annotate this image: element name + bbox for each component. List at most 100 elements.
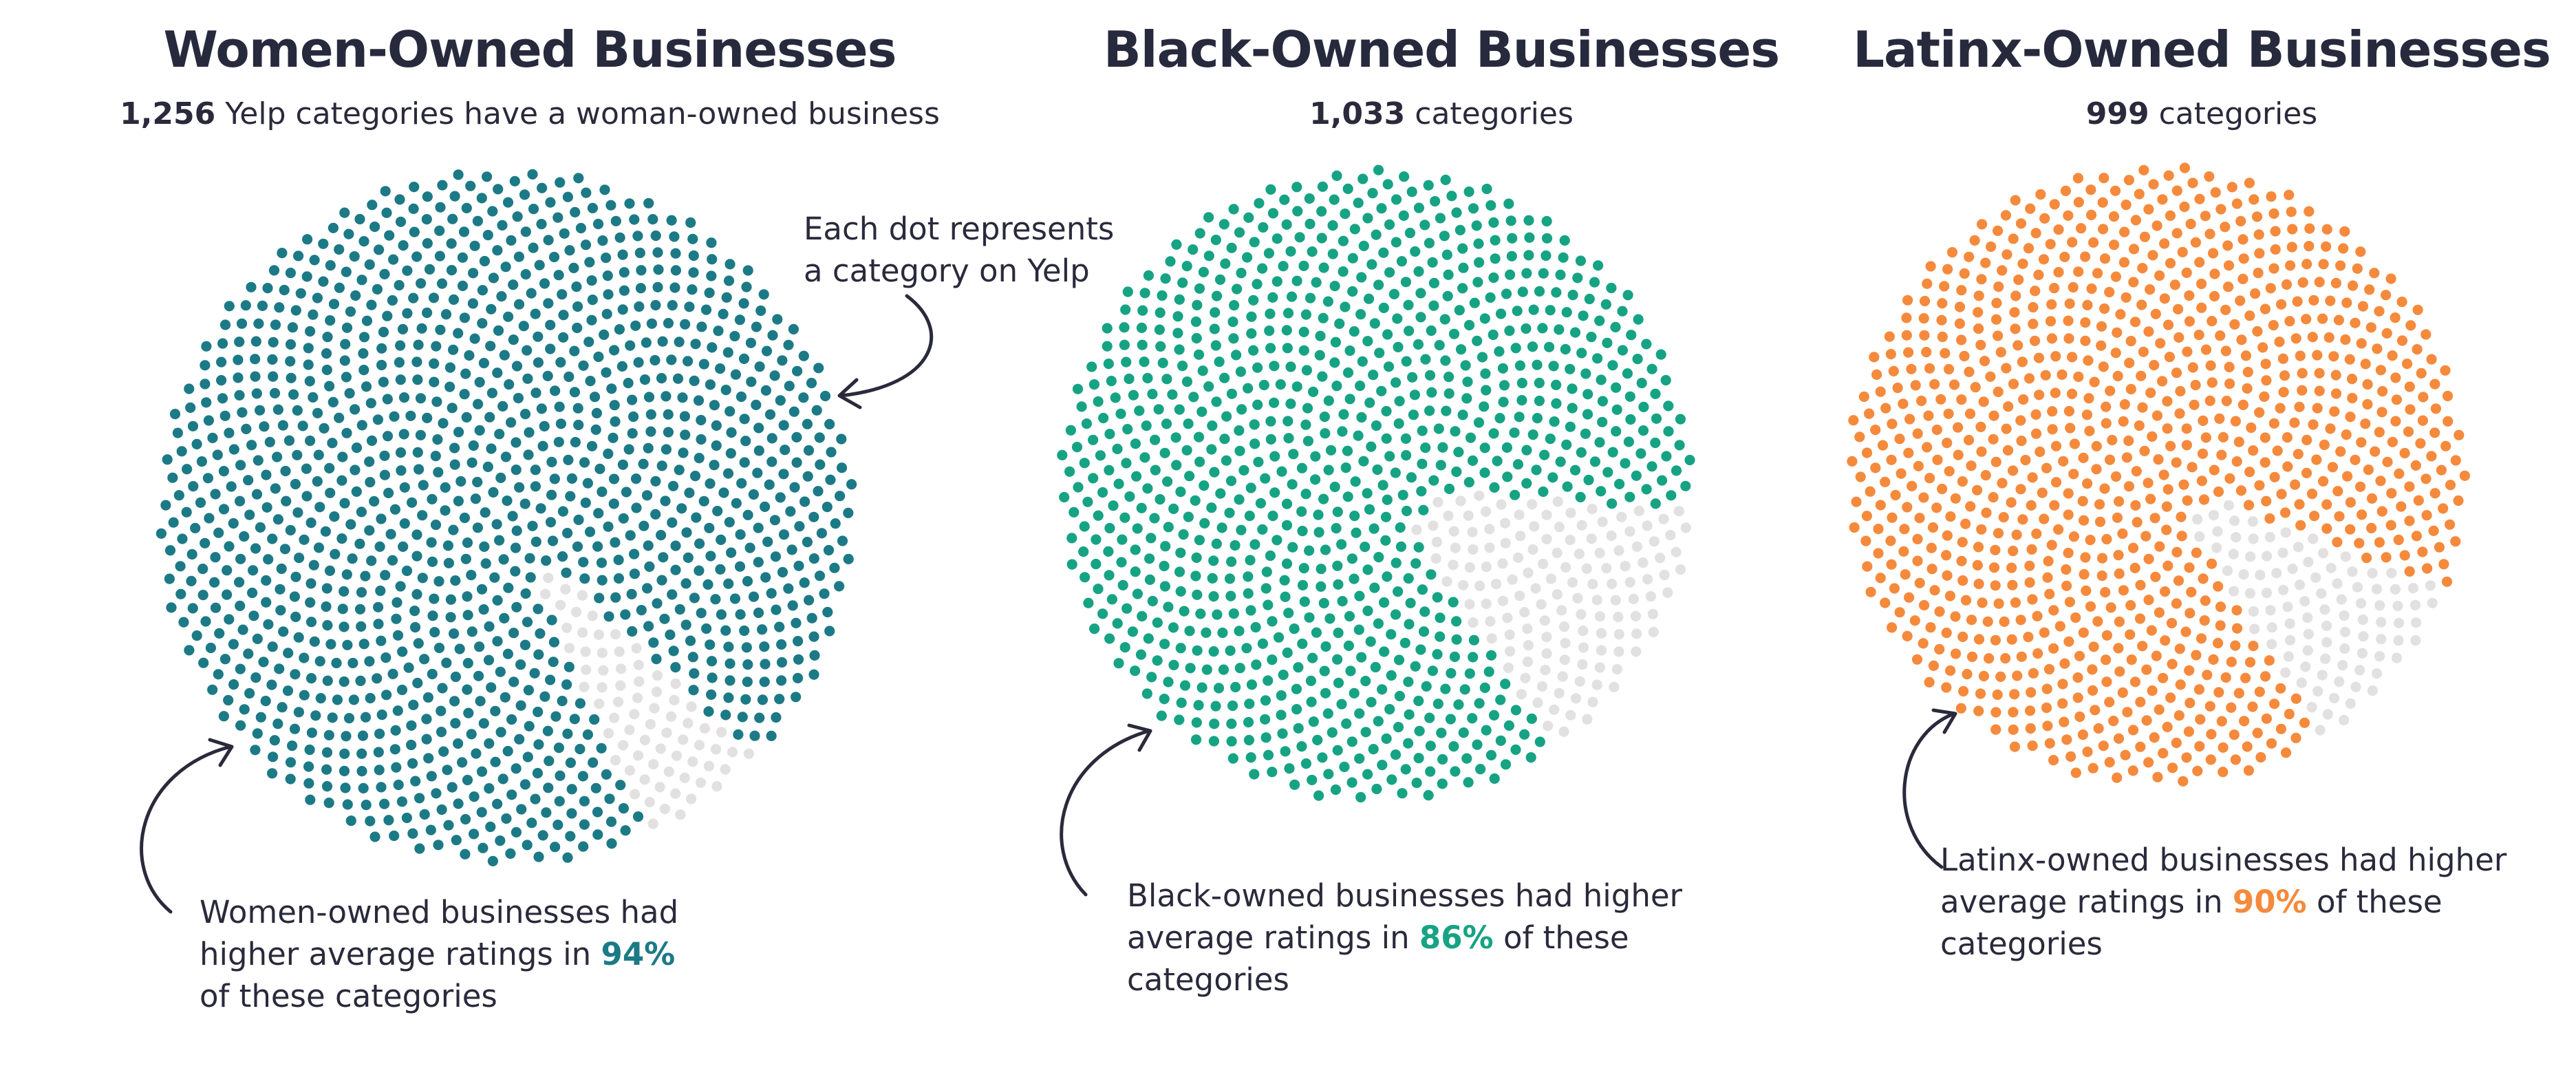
black-category-dot-higher (1163, 601, 1174, 612)
latinx-category-dot-higher (2037, 487, 2048, 498)
dot-legend-line-1: Each dot represents (804, 211, 1115, 247)
black-category-dot-higher (1298, 260, 1309, 271)
women-category-dot-higher (836, 434, 847, 445)
women-category-dot-higher (422, 412, 433, 424)
women-category-dot-higher (684, 301, 695, 312)
women-category-dot-higher (305, 326, 316, 337)
women-category-dot-higher (495, 727, 506, 738)
latinx-category-dot-higher (1896, 468, 1907, 479)
black-category-dot-higher (1147, 389, 1158, 400)
women-category-dot-lower (577, 590, 588, 601)
women-category-dot-higher (204, 513, 215, 524)
black-category-dot-higher (1219, 372, 1230, 383)
black-category-dot-higher (1320, 687, 1331, 698)
latinx-category-dot-higher (2048, 643, 2059, 654)
black-category-dot-higher (1330, 337, 1341, 348)
women-category-dot-higher (325, 487, 336, 498)
women-category-dot-higher (344, 387, 355, 399)
women-category-dot-higher (427, 556, 438, 567)
black-category-dot-higher (1178, 529, 1189, 540)
black-category-dot-higher (1243, 716, 1254, 728)
black-category-dot-higher (1278, 261, 1289, 272)
black-category-dot-higher (1296, 506, 1307, 518)
black-category-dot-higher (1112, 443, 1123, 455)
latinx-category-dot-higher (2220, 222, 2231, 233)
black-category-dot-higher (1244, 698, 1255, 710)
latinx-category-dot-higher (1927, 522, 1939, 533)
women-category-dot-higher (325, 260, 336, 271)
black-category-dot-higher (1329, 194, 1340, 205)
black-category-dot-higher (1260, 714, 1271, 725)
latinx-category-dot-higher (2024, 373, 2035, 384)
women-category-dot-higher (376, 359, 387, 371)
women-category-dot-higher (636, 605, 647, 616)
women-category-dot-higher (235, 553, 246, 564)
women-category-dot-higher (830, 518, 841, 529)
black-category-dot-higher (1249, 539, 1260, 550)
women-category-dot-higher (522, 373, 533, 384)
black-category-dot-higher (1551, 379, 1562, 391)
black-count-number: 1,033 (1309, 96, 1406, 131)
women-category-dot-higher (613, 555, 624, 566)
latinx-category-dot-higher (2344, 354, 2355, 365)
women-category-dot-higher (267, 768, 278, 779)
women-category-dot-higher (376, 710, 387, 721)
women-category-dot-higher (374, 765, 385, 776)
women-category-dot-higher (241, 423, 252, 435)
latinx-category-dot-higher (2026, 500, 2037, 511)
latinx-category-dot-higher (1966, 615, 1977, 626)
women-category-dot-higher (388, 254, 399, 265)
black-category-dot-higher (1374, 348, 1385, 359)
women-category-dot-lower (612, 696, 624, 707)
women-category-dot-higher (843, 553, 854, 565)
black-category-dot-higher (1192, 645, 1203, 656)
women-category-dot-higher (596, 557, 608, 568)
women-category-dot-higher (740, 694, 751, 705)
women-category-dot-higher (619, 267, 630, 278)
black-category-dot-higher (1334, 318, 1345, 329)
latinx-category-dot-higher (2290, 479, 2301, 490)
black-category-dot-higher (1246, 311, 1257, 322)
latinx-category-dot-higher (2226, 657, 2237, 668)
women-category-dot-higher (552, 212, 564, 223)
black-category-dot-higher (1395, 522, 1406, 533)
latinx-category-dot-higher (2147, 685, 2158, 696)
black-category-dot-higher (1083, 597, 1094, 608)
women-category-dot-higher (753, 607, 764, 619)
women-category-dot-higher (541, 555, 552, 566)
black-category-dot-higher (1065, 425, 1076, 436)
women-category-dot-higher (500, 262, 511, 273)
latinx-category-dot-higher (2220, 345, 2231, 356)
black-category-dot-higher (1523, 215, 1534, 226)
black-category-dot-higher (1249, 419, 1260, 430)
women-category-dot-higher (288, 389, 299, 400)
women-category-dot-higher (603, 611, 614, 622)
black-category-dot-higher (1545, 305, 1556, 316)
latinx-category-dot-higher (2136, 299, 2147, 310)
women-category-dot-higher (811, 405, 822, 416)
women-category-dot-higher (382, 310, 393, 321)
women-category-dot-higher (184, 645, 195, 656)
women-category-dot-higher (345, 519, 356, 530)
black-category-dot-higher (1196, 406, 1208, 417)
latinx-category-dot-higher (1977, 597, 1988, 608)
women-category-dot-higher (468, 268, 479, 279)
black-category-dot-higher (1234, 663, 1245, 674)
black-category-dot-higher (1260, 695, 1271, 706)
black-category-dot-higher (1415, 312, 1426, 323)
latinx-category-dot-higher (2301, 259, 2312, 270)
women-category-dot-higher (585, 376, 596, 387)
women-category-dot-higher (462, 537, 473, 548)
women-category-dot-higher (413, 339, 424, 350)
women-category-dot-higher (224, 541, 235, 552)
women-category-dot-lower (665, 711, 677, 722)
black-category-dot-higher (1404, 619, 1415, 630)
black-category-dot-lower (1481, 562, 1492, 573)
women-category-dot-higher (223, 694, 234, 706)
black-category-dot-higher (1344, 394, 1355, 405)
women-category-dot-higher (562, 852, 573, 863)
black-category-dot-higher (1196, 682, 1208, 693)
latinx-category-dot-higher (2254, 480, 2265, 491)
women-category-dot-higher (197, 590, 208, 601)
women-category-dot-higher (391, 597, 402, 608)
